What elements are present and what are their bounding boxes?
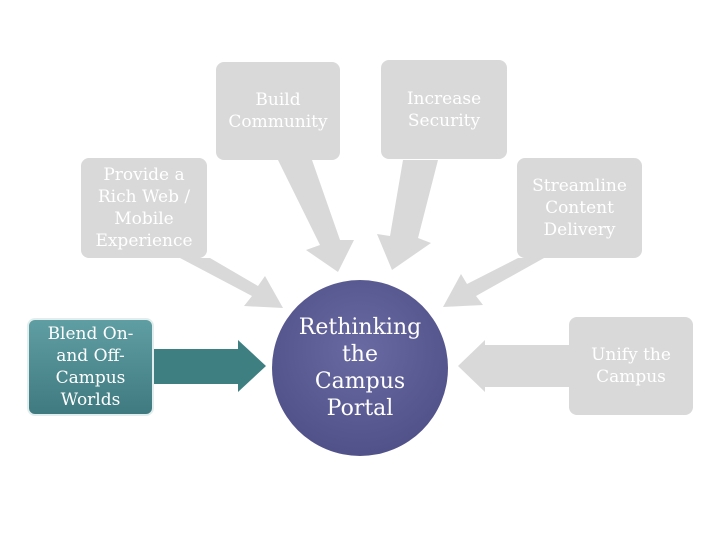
node-rich-web: Provide a Rich Web / Mobile Experience (81, 158, 207, 258)
arrow-build-community (278, 160, 354, 272)
node-blend: Blend On- and Off- Campus Worlds (27, 318, 154, 416)
arrow-unify (458, 340, 572, 392)
node-unify: Unify the Campus (569, 317, 693, 415)
hub-circle: Rethinking the Campus Portal (272, 280, 448, 456)
arrow-blend (154, 340, 266, 392)
arrow-rich-web (180, 258, 283, 308)
node-increase-security: Increase Security (381, 60, 507, 159)
node-streamline: Streamline Content Delivery (517, 158, 642, 258)
arrow-increase-security (377, 160, 438, 270)
node-build-community: Build Community (216, 62, 340, 160)
arrow-streamline (443, 258, 544, 307)
